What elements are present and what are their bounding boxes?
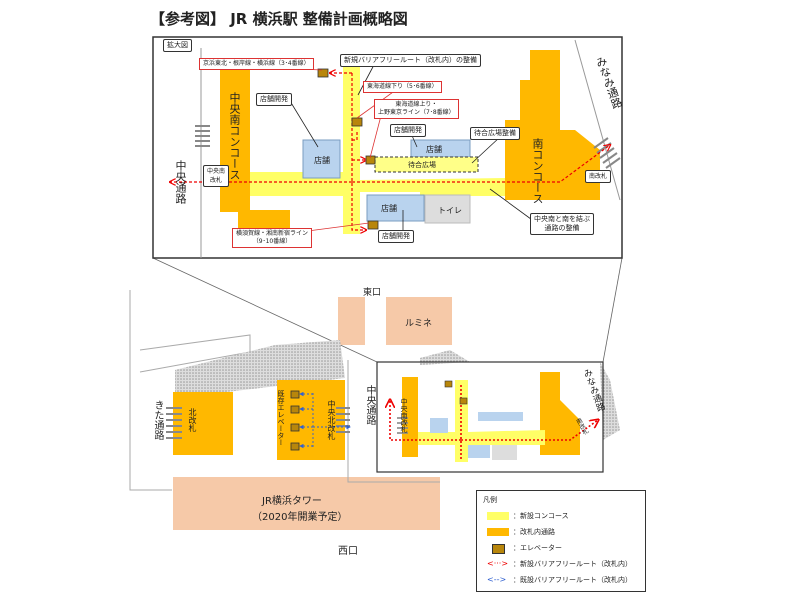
- waiting-plaza: [374, 156, 479, 173]
- lumine-building: [386, 297, 452, 345]
- toilet-block: [424, 194, 471, 224]
- legend: 凡例 ：新設コンコース ：改札内通路 ：エレベーター <···> ：新設バリアフリ…: [476, 490, 646, 592]
- central-south-gate-label: 中央南 改札: [203, 165, 230, 187]
- platform-7-8: 東海道線上り・ 上野東京ライン（7･8番線）: [374, 99, 459, 119]
- platform-9-10: 横須賀線・湘南新宿ライン （9･10番線）: [232, 228, 313, 248]
- existing-elevator-label: 既存エレベーター: [277, 390, 285, 446]
- north-gate-area: [173, 392, 233, 455]
- shop-label: 店舗: [314, 156, 330, 165]
- legend-item-elevator: ：エレベーター: [487, 543, 562, 554]
- callout-shop-dev: 店舗開発: [390, 124, 426, 137]
- shop-label: 店舗: [381, 204, 397, 213]
- swatch-orange: [487, 528, 509, 536]
- callout-shop-dev: 店舗開発: [378, 230, 414, 243]
- callout-shop-dev: 店舗開発: [256, 93, 292, 106]
- shop-block: [366, 194, 425, 222]
- legend-title: 凡例: [483, 496, 497, 504]
- minami-line: [574, 39, 621, 201]
- platform-3-4: 京浜東北・根岸線・横浜線（3･4番線）: [199, 58, 314, 70]
- enlarged-label: 拡大図: [163, 39, 192, 52]
- enlarged-area-frame: [376, 361, 604, 473]
- callout-connect-passage: 中央南と南を結ぶ 通路の整備: [530, 213, 594, 235]
- legend-label: ：新設コンコース: [513, 512, 569, 520]
- lumine-label: ルミネ: [405, 319, 433, 329]
- swatch-yellow: [487, 512, 509, 520]
- legend-item-gate-passage: ：改札内通路: [487, 527, 555, 537]
- legend-label: ：エレベーター: [513, 544, 562, 552]
- east-building: [338, 297, 365, 345]
- callout-waiting-plaza: 待合広場整備: [470, 127, 520, 140]
- zoom-connector-right: [602, 257, 623, 363]
- central-south-concourse: [220, 65, 290, 228]
- east-exit-label: 東口: [363, 288, 382, 298]
- central-south-gate-label: 中央南改札: [400, 398, 408, 433]
- elevator-icon: [487, 544, 509, 554]
- west-exit-label: 西口: [338, 546, 358, 557]
- waiting-plaza-label: 待合広場: [408, 161, 436, 169]
- legend-label: ：新設バリアフリールート（改札内）: [513, 560, 632, 568]
- red-arrow-icon: <···>: [487, 559, 509, 568]
- central-corridor-label: 中央通路: [174, 160, 187, 204]
- tower-note: （2020年開業予定）: [252, 512, 348, 523]
- legend-item-existing-route: <--> ：既設バリアフリールート（改札内）: [487, 575, 632, 585]
- new-concourse: [250, 66, 505, 234]
- central-south-concourse-label: 中央南コンコース: [228, 92, 241, 180]
- blue-arrow-icon: <-->: [487, 575, 507, 584]
- central-corridor-label: 中央通路: [364, 385, 375, 425]
- north-gate-label: 北改札: [188, 408, 197, 432]
- page-title: 【参考図】 JR 横浜駅 整備計画概略図: [150, 10, 408, 28]
- jr-tower: [173, 477, 440, 530]
- central-north-area: [277, 380, 345, 460]
- legend-item-new-concourse: ：新設コンコース: [487, 511, 569, 521]
- tower-label: JR横浜タワー: [262, 496, 322, 507]
- legend-item-new-route: <···> ：新設バリアフリールート（改札内）: [487, 559, 632, 569]
- south-concourse-label: 南コンコース: [531, 138, 544, 204]
- legend-label: ：既設バリアフリールート（改札内）: [513, 576, 632, 584]
- elevators: [317, 68, 379, 230]
- shop-block: [302, 139, 341, 179]
- existing-barrier-free-route: [299, 391, 351, 449]
- shop-label: 店舗: [426, 145, 442, 154]
- platform-5-6: 東海道線下り（5･6番線）: [363, 81, 442, 93]
- hatched-area: [175, 340, 345, 398]
- south-gate-label: 南改札: [585, 170, 612, 183]
- south-concourse: [505, 50, 600, 200]
- toilet-label: トイレ: [438, 206, 462, 215]
- central-gate-label: 中央北改札: [327, 400, 336, 440]
- callout-new-route: 新規バリアフリールート（改札内）の整備: [340, 54, 481, 67]
- kita-corridor-label: きた通路: [152, 400, 163, 440]
- legend-label: ：改札内通路: [513, 528, 555, 536]
